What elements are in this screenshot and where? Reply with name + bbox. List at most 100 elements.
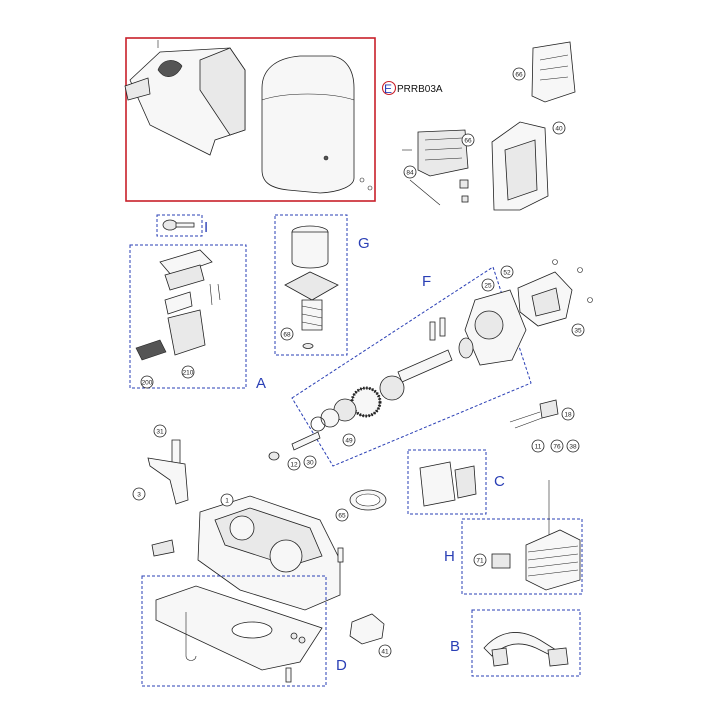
part-num-76: 76 <box>553 444 561 451</box>
part-callout-49 <box>342 433 356 447</box>
nut-d2 <box>298 636 306 644</box>
part-num-35: 35 <box>574 328 582 335</box>
terminal-block-lines <box>424 137 463 161</box>
part-callout-52 <box>500 265 514 279</box>
seal-65-inner <box>355 493 381 507</box>
nut-66 <box>459 179 469 189</box>
limit-switch <box>539 399 559 419</box>
group-housing: 31 3 1 65 41 <box>132 424 392 658</box>
part-num-84: 84 <box>406 170 414 177</box>
wire-84 <box>409 179 441 206</box>
group-d-frame <box>141 575 327 687</box>
part-callout-3 <box>132 487 146 501</box>
screw-52a <box>577 267 583 273</box>
part-num-68: 68 <box>283 332 291 339</box>
group-c: C <box>407 449 505 515</box>
transformer-coils <box>527 545 579 577</box>
release-bracket <box>164 291 193 315</box>
part-num-18: 18 <box>564 412 572 419</box>
group-h-letter: H <box>444 548 455 565</box>
part-callout-68 <box>280 327 294 341</box>
part-callout-66b <box>461 133 475 147</box>
part-callout-66a <box>512 67 526 81</box>
screw-52b <box>587 297 593 303</box>
key-blade <box>175 222 195 228</box>
limit-rods <box>509 411 543 429</box>
group-h: 71 H <box>444 480 583 595</box>
part-callout-40 <box>552 121 566 135</box>
worm-thread <box>301 305 323 327</box>
group-a-letter: A <box>256 375 266 392</box>
group-controls: 66 66 84 40 <box>402 41 576 211</box>
screw-52c <box>552 259 558 265</box>
terminal-c <box>454 465 477 499</box>
key-head <box>162 219 178 231</box>
part-num-49: 49 <box>345 438 353 445</box>
part-callout-71 <box>473 553 487 567</box>
part-num-11: 11 <box>535 444 542 451</box>
group-i-frame <box>156 214 203 237</box>
part-num-1: 1 <box>225 498 229 505</box>
cover-left-side <box>199 47 246 136</box>
bridge-rectifier <box>491 553 511 569</box>
group-c-letter: C <box>494 473 505 490</box>
cover-screw-right-2 <box>367 185 373 191</box>
part-num-40: 40 <box>555 126 563 133</box>
pin-f1 <box>429 321 436 341</box>
part-num-41: 41 <box>381 649 389 656</box>
group-i: I <box>156 214 208 237</box>
cover-right-edge <box>261 93 355 101</box>
bracket-left <box>151 539 175 557</box>
group-upper-right: 52 35 <box>500 259 593 337</box>
control-board-lines <box>539 54 569 81</box>
part-callout-18 <box>561 407 575 421</box>
lever-plate <box>159 249 213 277</box>
anchor-bolt <box>185 612 197 661</box>
group-i-letter: I <box>204 219 208 236</box>
group-limit-switch: 18 11 76 38 <box>509 399 580 453</box>
washer-pinion <box>268 451 280 461</box>
part-callout-38 <box>566 439 580 453</box>
release-lever-3 <box>147 457 189 505</box>
part-num-71: 71 <box>476 558 484 565</box>
group-e-code: PRRB03A <box>397 84 443 95</box>
clip-b2 <box>547 647 569 667</box>
housing-bore-2 <box>229 515 255 541</box>
pin-a2 <box>217 283 221 301</box>
part-num-65: 65 <box>338 513 346 520</box>
nut-66b <box>461 195 469 203</box>
shaft-collar <box>379 375 405 401</box>
lock-cylinder <box>135 339 167 361</box>
group-e-marker <box>381 80 397 96</box>
group-a: 200 210 A <box>129 244 266 392</box>
part-callout-84 <box>403 165 417 179</box>
part-callout-25 <box>481 278 495 292</box>
part-num-30: 30 <box>306 460 314 467</box>
transformer <box>525 529 581 591</box>
part-callout-30 <box>303 455 317 469</box>
release-body <box>167 309 206 356</box>
pinion-shaft <box>291 431 321 451</box>
part-num-66b: 66 <box>464 138 472 145</box>
lever-arm <box>164 264 205 291</box>
part-num-52: 52 <box>503 270 511 277</box>
cover-key-plate <box>124 77 151 101</box>
control-board <box>531 41 576 103</box>
part-callout-35 <box>571 323 585 337</box>
clip-b1 <box>491 647 509 667</box>
part-callout-11 <box>531 439 545 453</box>
drive-shaft <box>397 349 453 383</box>
group-g: 68 G <box>274 214 370 356</box>
pin-a1 <box>209 283 213 306</box>
group-a-frame <box>129 244 247 389</box>
cover-right <box>261 55 355 194</box>
pin-f2 <box>439 317 446 337</box>
part-callout-210 <box>181 365 195 379</box>
base-plate-slot <box>231 621 273 639</box>
capacitor-block <box>419 461 456 507</box>
group-e-frame <box>125 37 376 202</box>
group-e-letter: E <box>384 82 392 96</box>
washer-g <box>302 343 314 349</box>
group-d-letter: D <box>336 657 347 674</box>
